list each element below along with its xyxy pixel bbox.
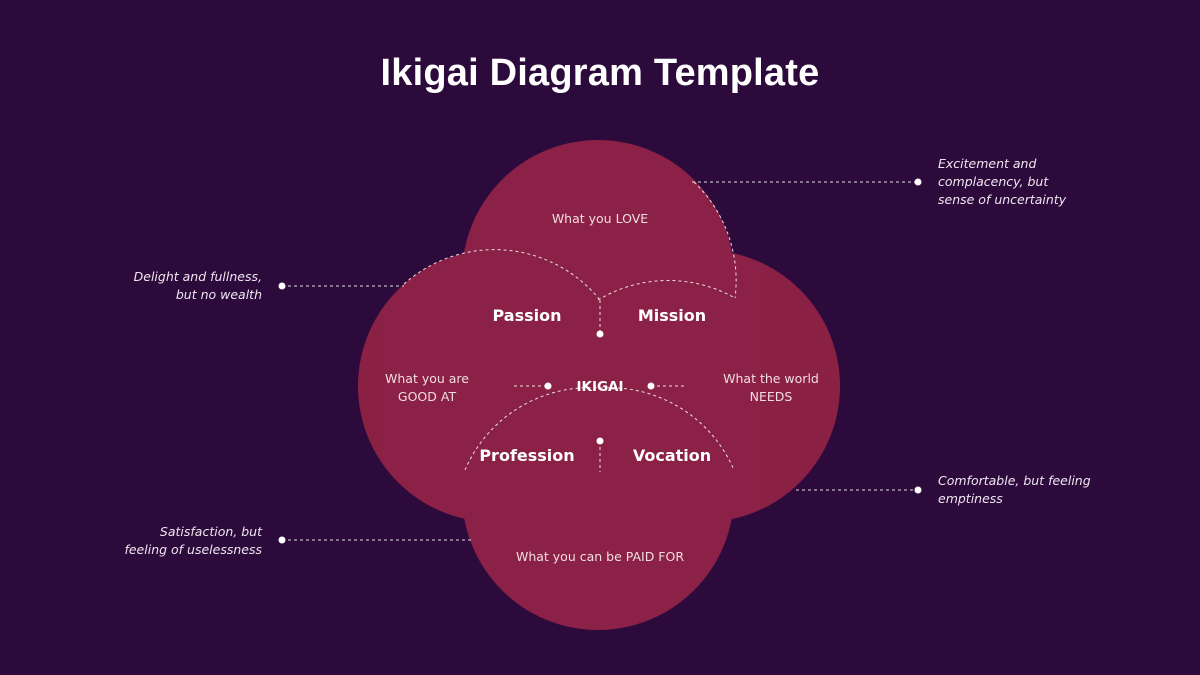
outline-good-at xyxy=(403,249,601,301)
annotation-bottom-right-line1: Comfortable, but feeling xyxy=(938,473,1091,488)
label-vocation: Vocation xyxy=(633,446,711,465)
label-love: What you LOVE xyxy=(552,211,648,226)
outline-paid-for-right xyxy=(599,387,735,471)
dot-center-right xyxy=(647,382,655,390)
label-mission: Mission xyxy=(638,306,706,325)
dot-top-right xyxy=(914,178,922,186)
annotation-top-left-line1: Delight and fullness, xyxy=(133,269,262,284)
annotation-top-right: Excitement and complacency, but sense of… xyxy=(938,155,1138,209)
annotation-top-left: Delight and fullness, but no wealth xyxy=(62,268,262,304)
label-good-at-line1: What you are xyxy=(385,371,469,386)
label-world-needs-line2: NEEDS xyxy=(750,389,793,404)
annotation-bottom-right: Comfortable, but feeling emptiness xyxy=(938,472,1138,508)
annotation-bottom-left-line1: Satisfaction, but xyxy=(159,524,262,539)
label-ikigai: IKIGAI xyxy=(576,379,623,395)
label-world-needs-line1: What the world xyxy=(723,371,819,386)
label-passion: Passion xyxy=(492,306,561,325)
dot-center-left xyxy=(544,382,552,390)
annotation-bottom-left: Satisfaction, but feeling of uselessness xyxy=(62,523,262,559)
dot-bottom-right xyxy=(914,486,922,494)
page-title: Ikigai Diagram Template xyxy=(380,52,820,94)
dot-bottom-left xyxy=(278,536,286,544)
circle-paid-for xyxy=(462,358,734,630)
outline-paid-for xyxy=(464,387,601,471)
dot-center-bottom xyxy=(596,437,604,445)
dot-center-top xyxy=(596,330,604,338)
dot-top-left xyxy=(278,282,286,290)
annotation-bottom-right-line2: emptiness xyxy=(938,491,1003,506)
annotation-top-right-line1: Excitement and xyxy=(938,156,1037,171)
label-good-at-line2: GOOD AT xyxy=(398,389,457,404)
label-profession: Profession xyxy=(479,446,574,465)
annotation-top-right-line3: sense of uncertainty xyxy=(938,192,1067,207)
annotation-top-left-line2: but no wealth xyxy=(175,287,262,302)
label-paid-for: What you can be PAID FOR xyxy=(516,549,684,564)
annotation-bottom-left-line2: feeling of uselessness xyxy=(124,542,262,557)
annotation-top-right-line2: complacency, but xyxy=(938,174,1049,189)
